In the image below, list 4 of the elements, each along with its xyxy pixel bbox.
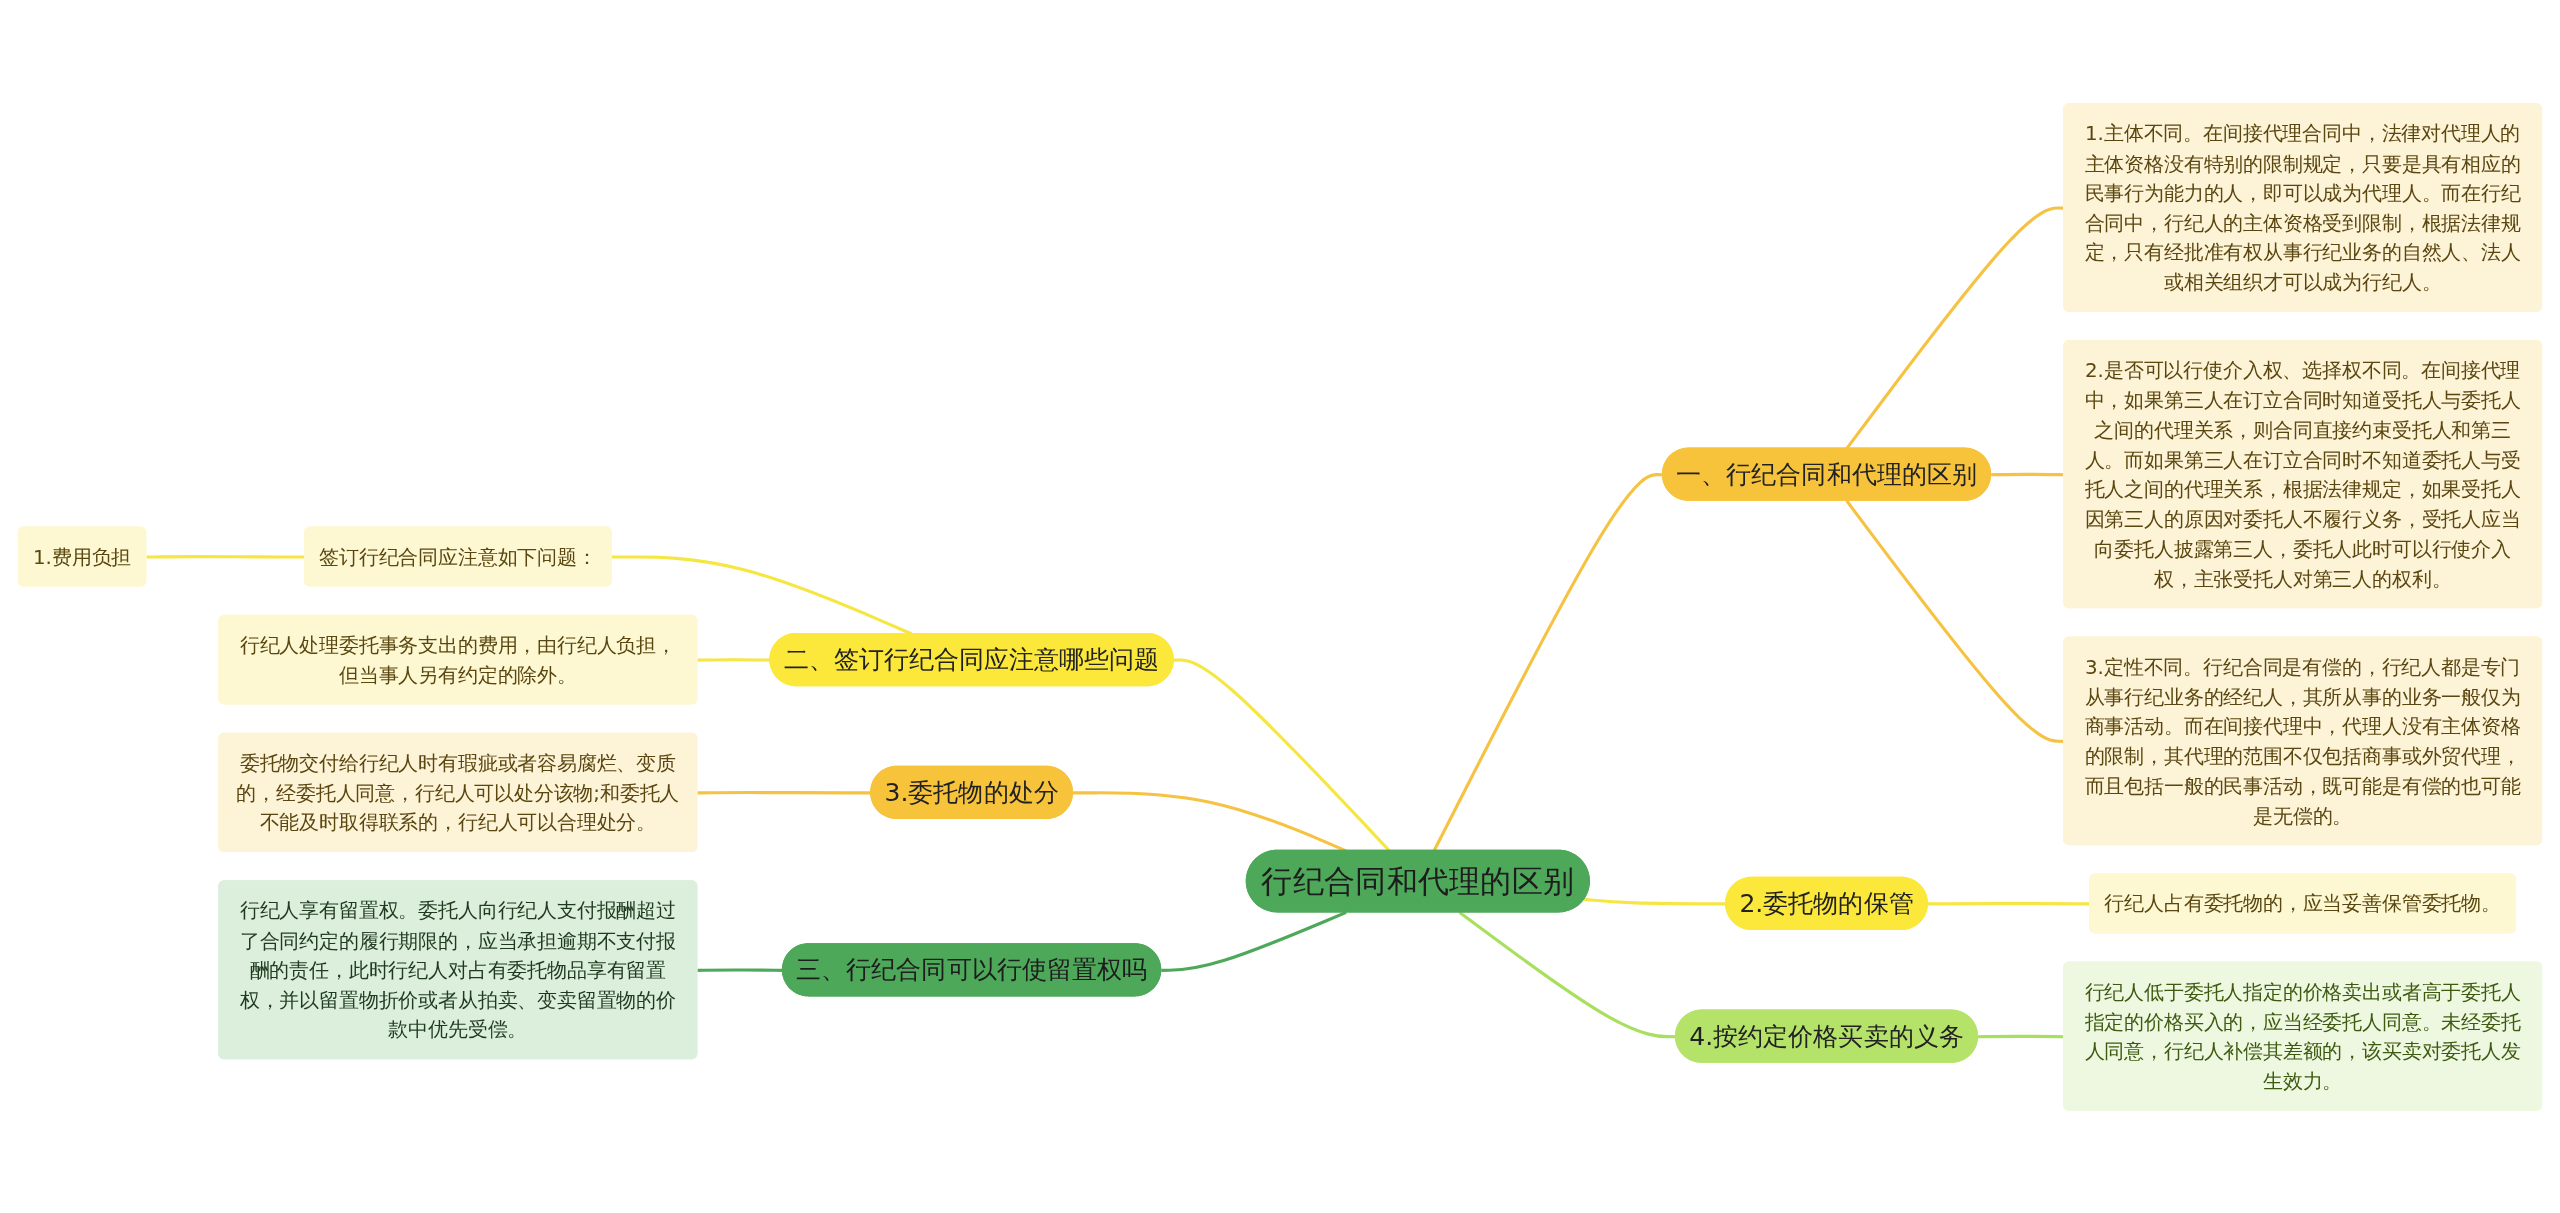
connector [697, 657, 771, 662]
connector [1161, 910, 1347, 972]
connector [146, 554, 305, 559]
connector [697, 967, 783, 972]
